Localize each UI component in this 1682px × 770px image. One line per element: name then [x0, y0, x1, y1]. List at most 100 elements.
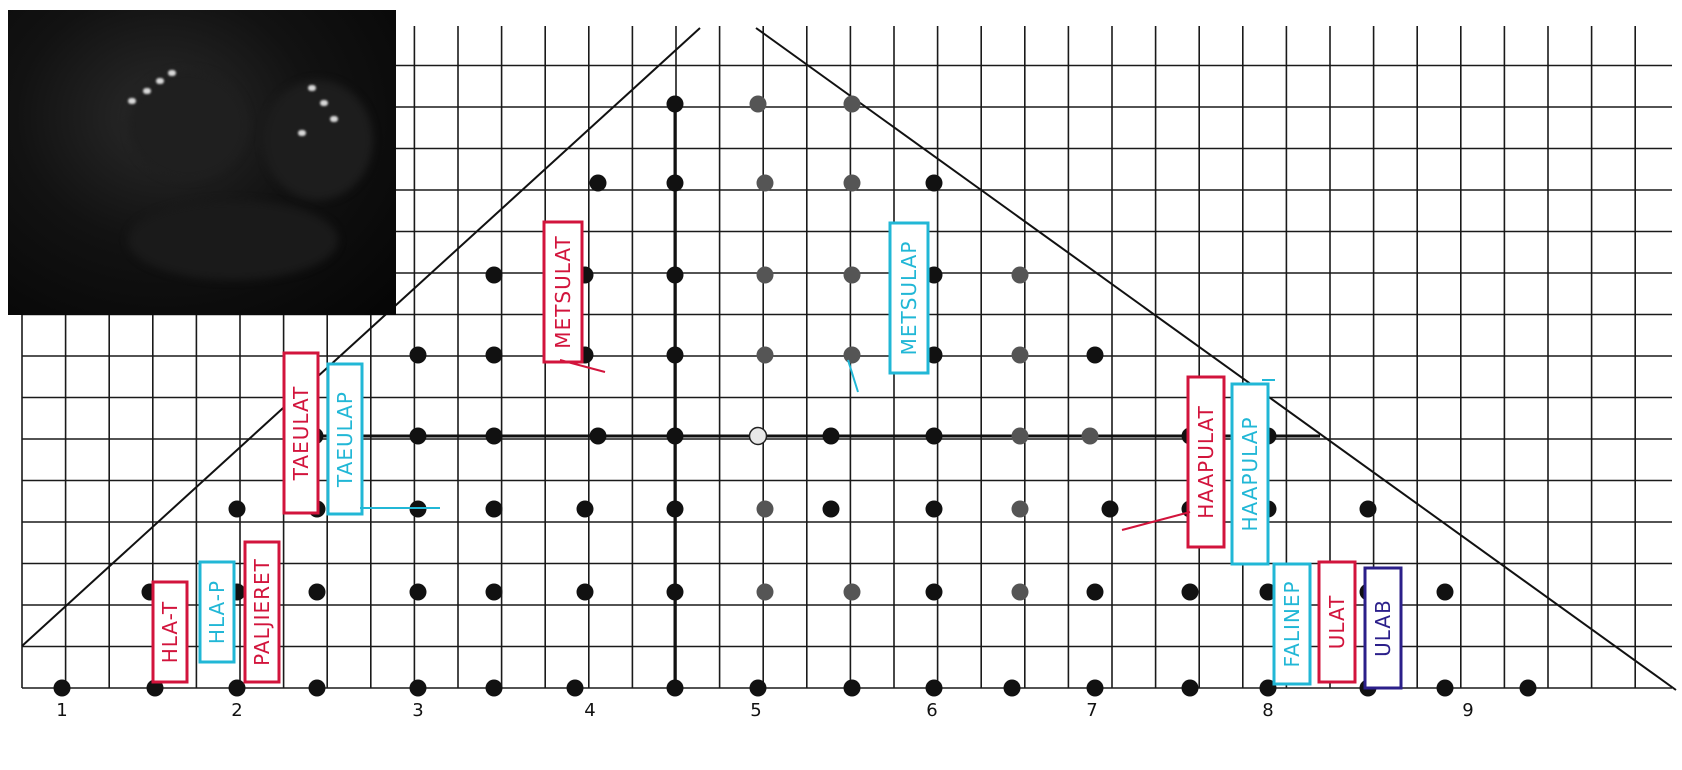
grid-dot [486, 680, 503, 697]
label-metsulat: METSULAT [544, 222, 582, 362]
grid-dot [667, 428, 684, 445]
label-metsulat-text: METSULAT [551, 235, 575, 348]
grid-dot [757, 584, 774, 601]
grid-dot [1082, 428, 1099, 445]
grid-dot [667, 584, 684, 601]
grid-dot [757, 175, 774, 192]
grid-dot [667, 347, 684, 364]
label-haapulat: HAAPULAT [1188, 377, 1224, 547]
grid-dot [844, 680, 861, 697]
grid-dot [844, 267, 861, 284]
grid-dot [410, 428, 427, 445]
grid-dot [577, 501, 594, 518]
grid-dot [1012, 347, 1029, 364]
grid-dot [750, 680, 767, 697]
grid-dot [667, 96, 684, 113]
label-falinep-text: FALINEP [1280, 580, 1304, 667]
label-hla-p: HLA-P [200, 562, 234, 662]
grid-dot [667, 175, 684, 192]
grid-dot [667, 267, 684, 284]
grid-dot [410, 584, 427, 601]
grid-dot [1087, 584, 1104, 601]
axis-tick-label: 3 [412, 700, 423, 721]
label-haapulap-text: HAAPULAP [1238, 416, 1262, 531]
axis-tick-label: 2 [231, 700, 242, 721]
grid-dot [1437, 584, 1454, 601]
axis-tick-label: 5 [750, 700, 761, 721]
label-ulat-text: ULAT [1325, 595, 1349, 650]
grid-dot [844, 584, 861, 601]
center-origin-dot [750, 428, 767, 445]
label-hla-t: HLA-T [153, 582, 187, 682]
grid-dot [1012, 501, 1029, 518]
grid-dot [486, 347, 503, 364]
grid-dot [844, 175, 861, 192]
label-paljieret: PALJIERET [245, 542, 279, 682]
grid-dot [1087, 347, 1104, 364]
label-paljieret-text: PALJIERET [250, 558, 274, 666]
grid-dot [567, 680, 584, 697]
grid-dot [1012, 428, 1029, 445]
grid-dot [577, 584, 594, 601]
axis-tick-label: 4 [584, 700, 595, 721]
grid-dot [926, 680, 943, 697]
label-haapulap: HAAPULAP [1232, 384, 1268, 564]
grid-dot [309, 584, 326, 601]
grid-dot [926, 428, 943, 445]
grid-dot [486, 584, 503, 601]
grid-dot [486, 267, 503, 284]
axis-tick-label: 6 [926, 700, 937, 721]
grid-dot [1360, 501, 1377, 518]
grid-dot [750, 96, 767, 113]
label-falinep: FALINEP [1274, 564, 1310, 684]
grid-dot [229, 680, 246, 697]
grid-dot [590, 428, 607, 445]
label-metsulap-text: METSULAP [897, 241, 921, 356]
label-hla-p-text: HLA-P [205, 580, 229, 644]
grid-dot [1520, 680, 1537, 697]
grid-dot [823, 428, 840, 445]
grid-dot [486, 501, 503, 518]
label-hla-t-text: HLA-T [158, 601, 182, 663]
grid-dot [757, 267, 774, 284]
axis-tick-label: 1 [56, 700, 67, 721]
grid-dot [1012, 267, 1029, 284]
label-haapulat-text: HAAPULAT [1194, 405, 1218, 519]
grid-dot [926, 501, 943, 518]
grid-dot [757, 347, 774, 364]
grid-dot [1004, 680, 1021, 697]
label-metsulap: METSULAP [890, 223, 928, 373]
grid-dot [823, 501, 840, 518]
grid-dot [309, 680, 326, 697]
grid-dot [1012, 584, 1029, 601]
grid-dot [926, 584, 943, 601]
grid-dot [757, 501, 774, 518]
axis-tick-label: 9 [1462, 700, 1473, 721]
grid-dot [229, 501, 246, 518]
metsulap-arrow [848, 360, 858, 392]
label-taeulat: TAEULAT [284, 353, 318, 513]
grid-dot [1182, 680, 1199, 697]
grid-dot [1087, 680, 1104, 697]
grid-dot [486, 428, 503, 445]
grid-dot [590, 175, 607, 192]
grid-dot [54, 680, 71, 697]
grid-dot [1182, 584, 1199, 601]
inset-photo [8, 10, 396, 315]
grid-dot [844, 96, 861, 113]
label-ulab: ULAB [1365, 568, 1401, 688]
label-taeulap-text: TAEULAP [333, 391, 357, 488]
grid-dot [667, 680, 684, 697]
axis-tick-label: 7 [1086, 700, 1097, 721]
grid-dot [410, 347, 427, 364]
label-ulat: ULAT [1319, 562, 1355, 682]
grid-dot [1102, 501, 1119, 518]
label-ulab-text: ULAB [1371, 599, 1395, 657]
grid-dot [926, 175, 943, 192]
grid-dot [410, 680, 427, 697]
grid-dot [667, 501, 684, 518]
label-taeulat-text: TAEULAT [289, 386, 313, 482]
label-taeulap: TAEULAP [328, 364, 362, 514]
